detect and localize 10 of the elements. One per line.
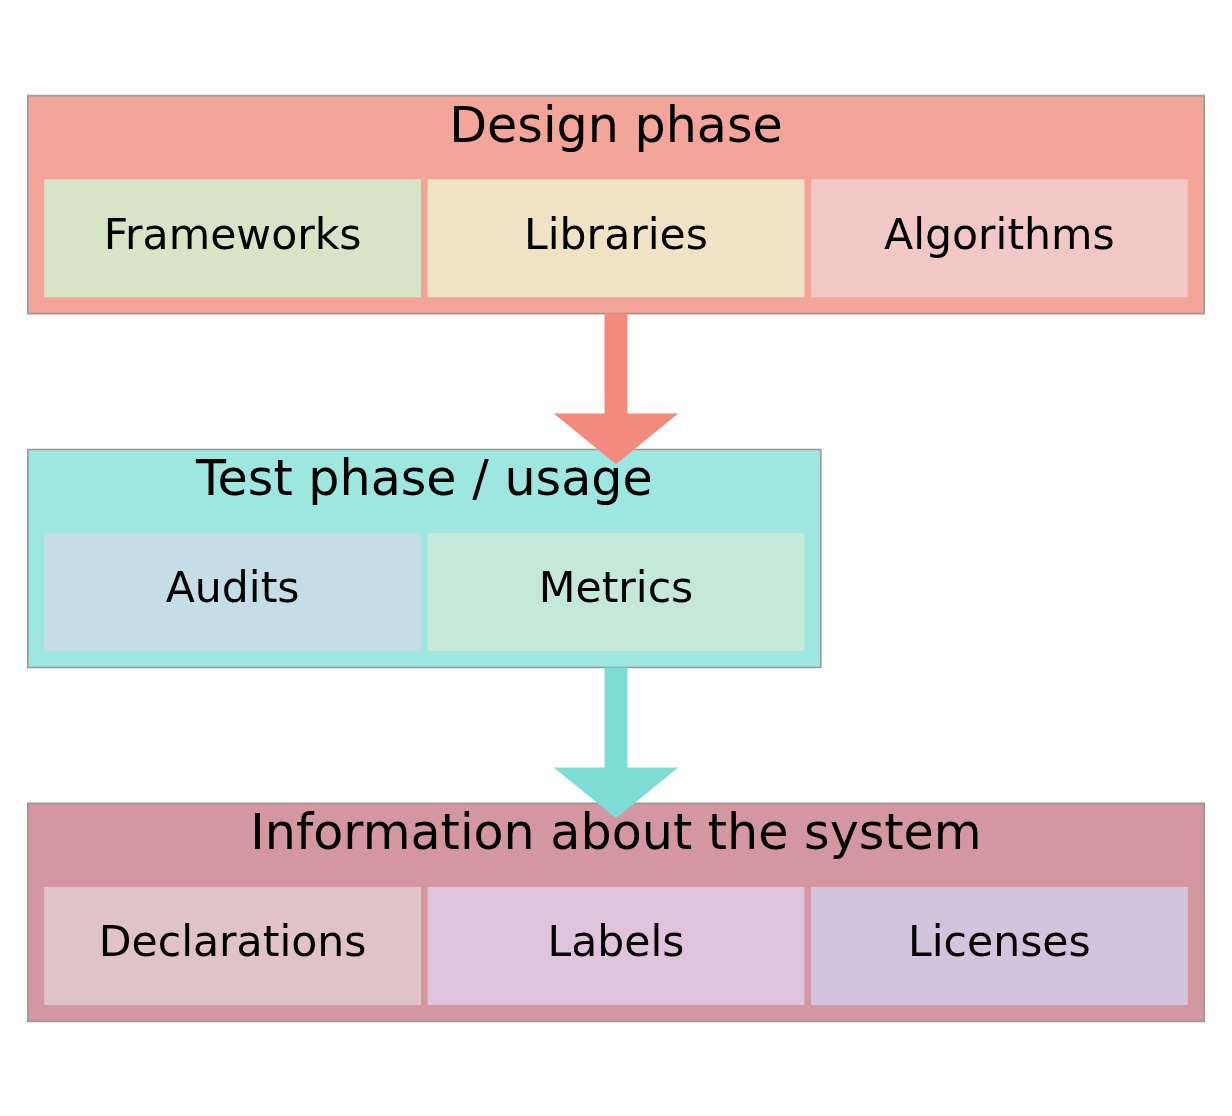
node-box: Metrics bbox=[427, 532, 805, 651]
node-box: Frameworks bbox=[44, 178, 422, 297]
node-box: Labels bbox=[427, 886, 805, 1005]
node-box: Algorithms bbox=[810, 178, 1188, 297]
arrow bbox=[553, 313, 679, 464]
node-box: Licenses bbox=[810, 886, 1188, 1005]
arrow bbox=[553, 666, 679, 818]
node-box: Declarations bbox=[44, 886, 422, 1005]
node-box: Audits bbox=[44, 532, 422, 651]
node-box: Libraries bbox=[427, 178, 805, 297]
